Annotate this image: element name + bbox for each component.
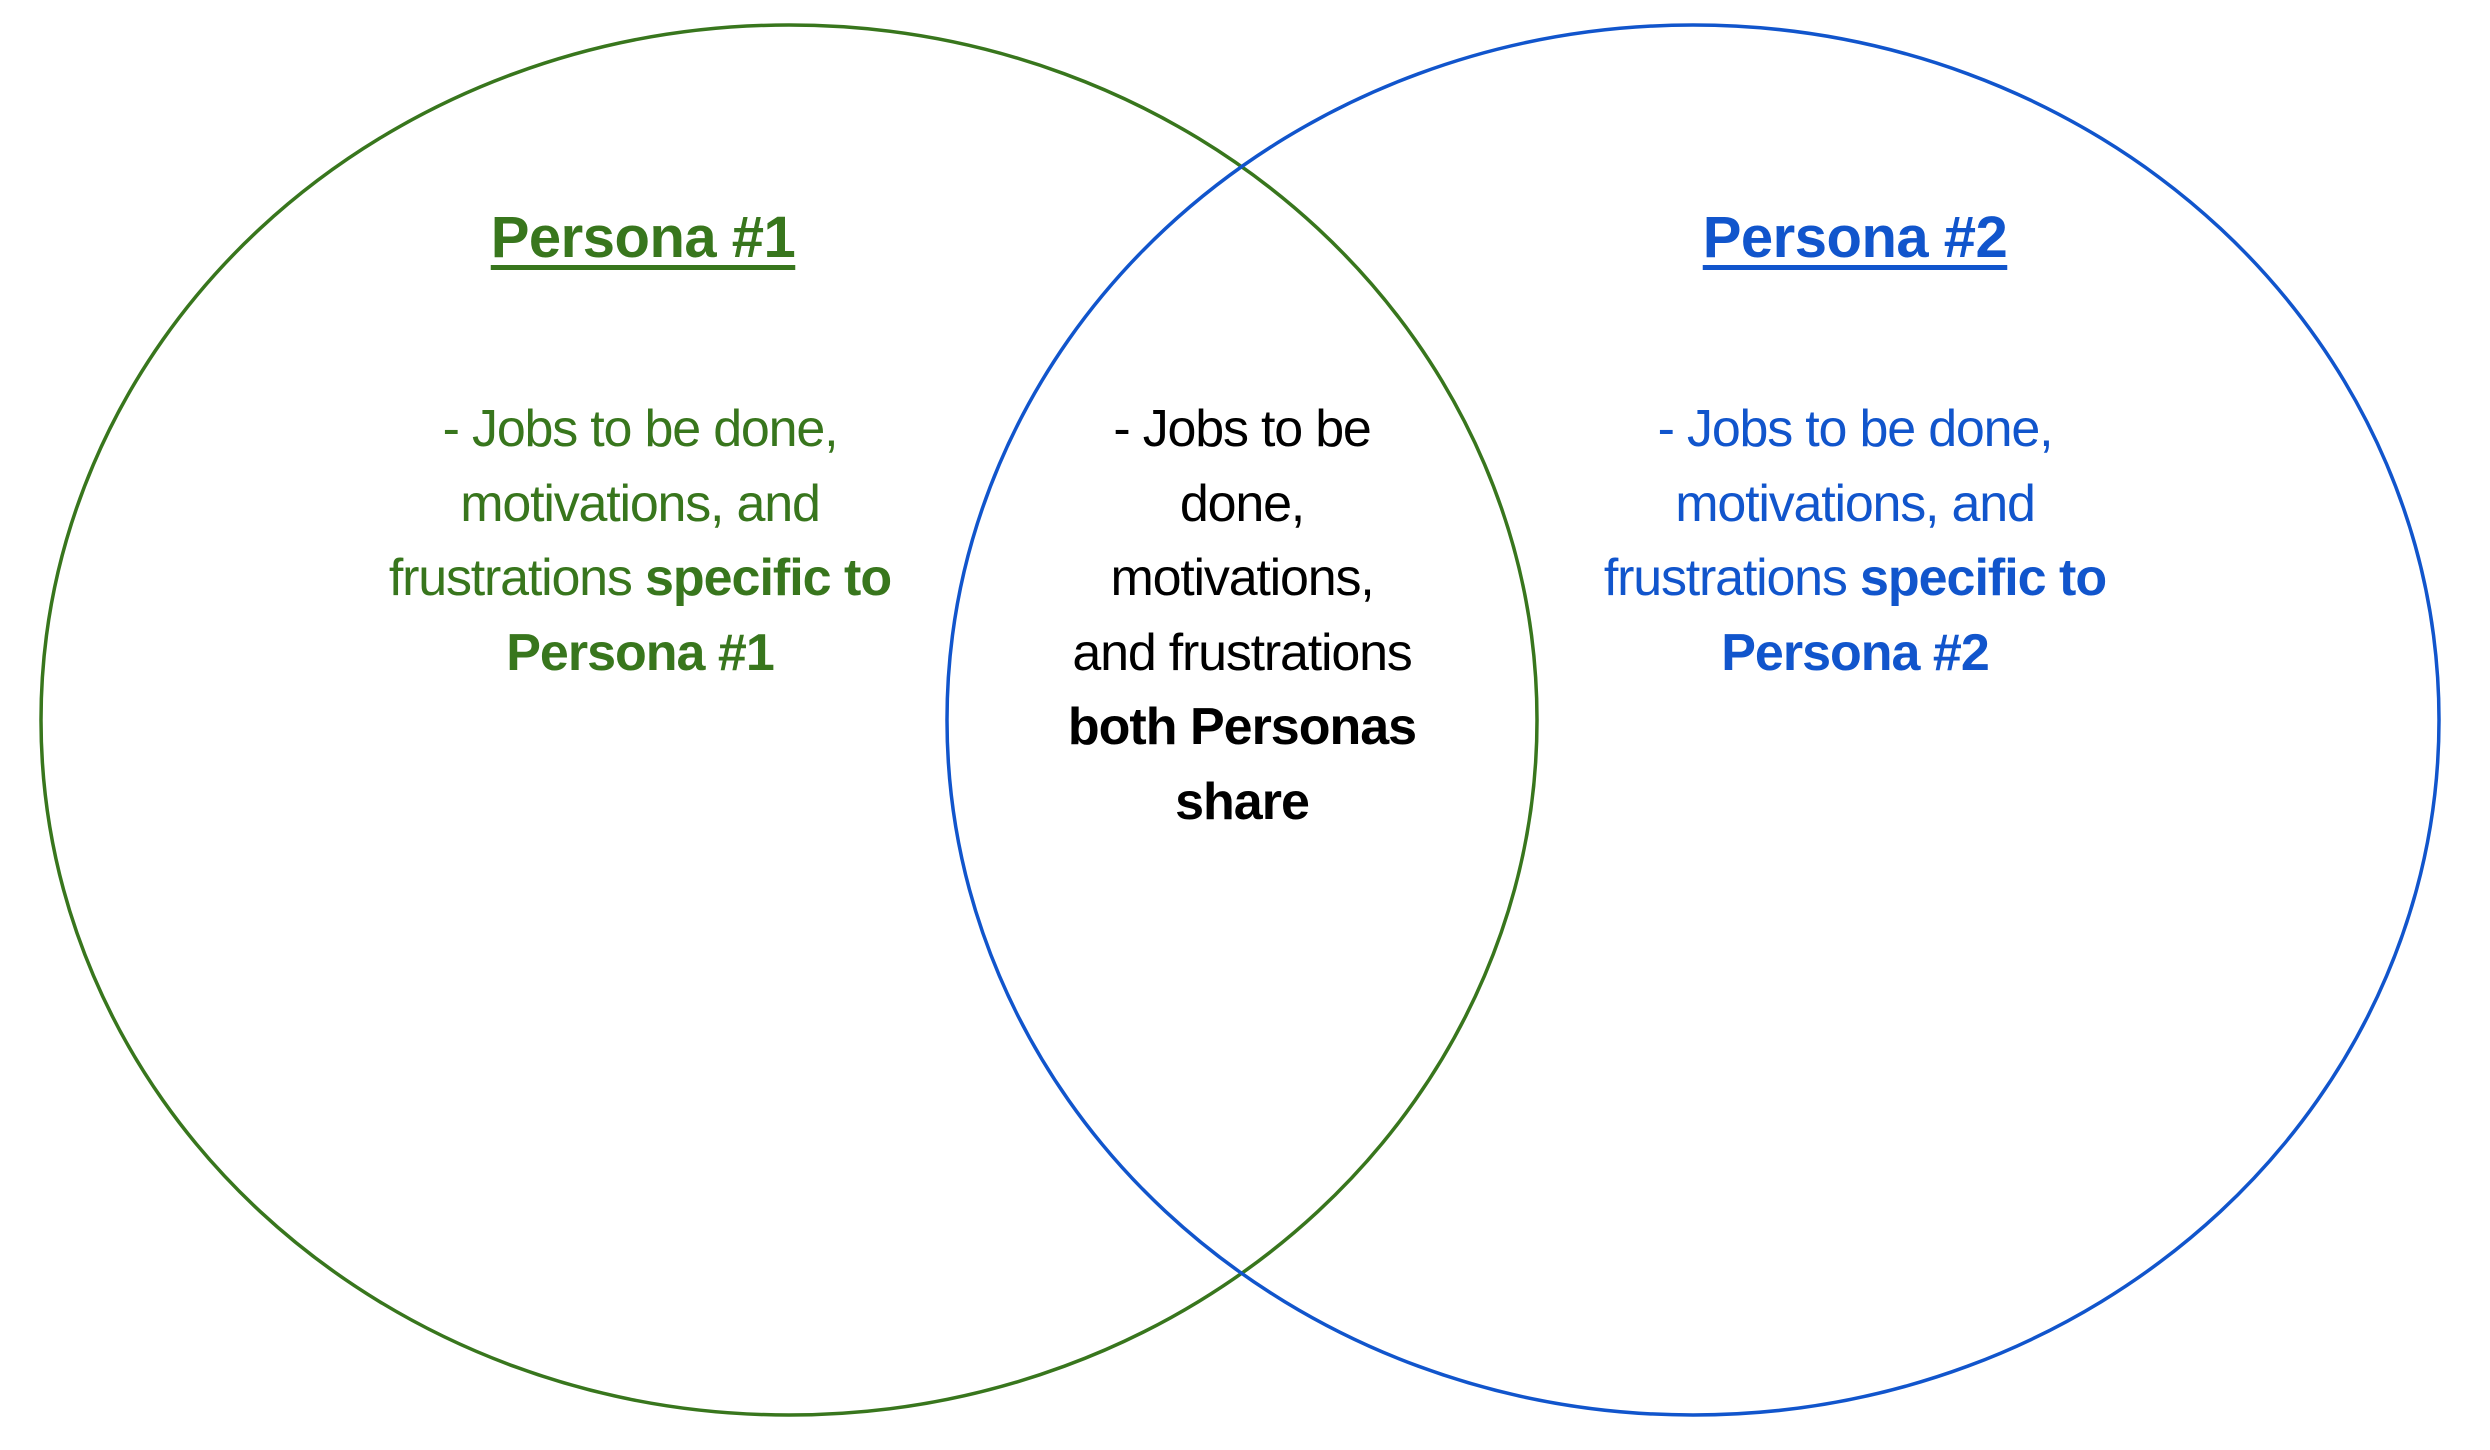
persona2-line-3: frustrations specific to [1603, 549, 2107, 607]
shared-line-6: share [1175, 772, 1310, 831]
persona1-description: - Jobs to be done, motivations, and frus… [388, 392, 892, 690]
persona2-circle [945, 23, 2441, 1417]
persona2-line-2: motivations, and [1675, 474, 2036, 533]
shared-line-2: done, [1179, 474, 1305, 533]
persona1-line-4: Persona #1 [506, 623, 774, 682]
persona1-line-1: - Jobs to be done, [442, 400, 839, 458]
persona1-line-3: frustrations specific to [388, 549, 892, 607]
shared-line-3: motivations, [1110, 549, 1374, 607]
persona2-line-1: - Jobs to be done, [1657, 400, 2054, 458]
persona2-line-4: Persona #2 [1721, 623, 1989, 682]
shared-line-1: - Jobs to be [1113, 400, 1372, 458]
shared-line-4: and frustrations [1072, 623, 1412, 682]
persona2-title: Persona #2 [1702, 205, 2008, 270]
persona1-title: Persona #1 [490, 205, 796, 270]
persona1-circle [39, 23, 1539, 1417]
shared-description: - Jobs to be done, motivations, and frus… [1067, 392, 1417, 839]
persona1-line-2: motivations, and [460, 474, 821, 533]
shared-line-5: both Personas [1067, 698, 1417, 756]
persona2-description: - Jobs to be done, motivations, and frus… [1603, 392, 2107, 690]
